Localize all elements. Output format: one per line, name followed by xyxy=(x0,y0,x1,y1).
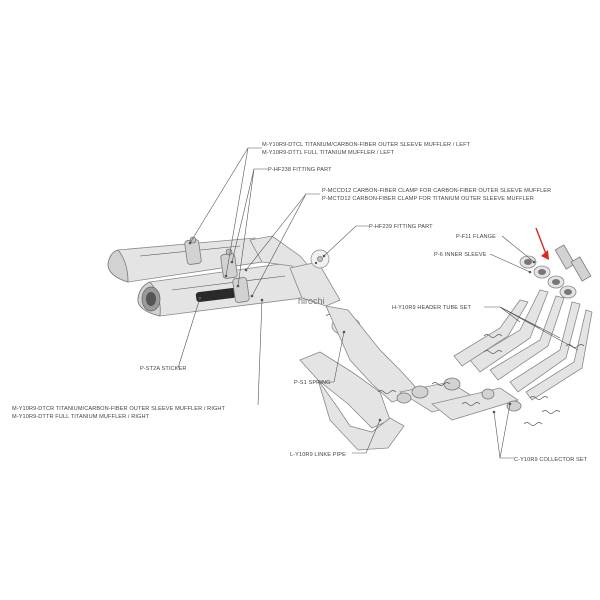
label-fitting-hf238: P-HF238 FITTING PART xyxy=(268,167,332,173)
label-clamp-1: P-MCCD12 CARBON-FIBER CLAMP FOR CARBON-F… xyxy=(322,188,551,194)
clamp-parts xyxy=(184,236,250,303)
collector-set xyxy=(396,377,522,421)
part-labels: M-Y10R9-DTCL TITANIUM/CARBON-FIBER OUTER… xyxy=(12,142,588,463)
label-clamp-2: P-MCTD12 CARBON-FIBER CLAMP FOR TITANIUM… xyxy=(322,196,534,202)
leader-lines xyxy=(177,147,579,459)
link-pipe xyxy=(299,305,421,451)
label-collector: C-Y10R9 COLLECTOR SET xyxy=(514,457,588,463)
red-arrow-icon xyxy=(535,227,549,260)
label-muffler-left-2: M-Y10R9-DTTL FULL TITANIUM MUFFLER / LEF… xyxy=(262,150,395,156)
label-header: H-Y10R9 HEADER TUBE SET xyxy=(392,305,471,311)
fitting-part-hf239 xyxy=(310,249,330,269)
label-muffler-left-1: M-Y10R9-DTCL TITANIUM/CARBON-FIBER OUTER… xyxy=(262,142,471,148)
muffler-left xyxy=(107,237,263,283)
label-muffler-right-1: M-Y10R9-DTCR TITANIUM/CARBON-FIBER OUTER… xyxy=(12,406,226,412)
label-spring: P-S1 SPRING xyxy=(294,380,331,386)
label-inner-sleeve: P-6 INNER SLEEVE xyxy=(434,252,487,258)
label-fitting-hf239: P-HF239 FITTING PART xyxy=(369,224,433,230)
muffler-right xyxy=(137,261,303,317)
label-muffler-right-2: M-Y10R9-DTTR FULL TITANIUM MUFFLER / RIG… xyxy=(12,414,150,420)
label-link-pipe: L-Y10R9 LINKE PIPE xyxy=(290,452,346,458)
watermark-text: hirochi xyxy=(298,296,325,306)
header-tube-set xyxy=(453,289,593,401)
flanges-inner-sleeves xyxy=(519,244,592,299)
label-flange: P-F11 FLANGE xyxy=(456,234,496,240)
springs xyxy=(377,334,585,426)
label-sticker: P-ST2A STICKER xyxy=(140,366,186,372)
